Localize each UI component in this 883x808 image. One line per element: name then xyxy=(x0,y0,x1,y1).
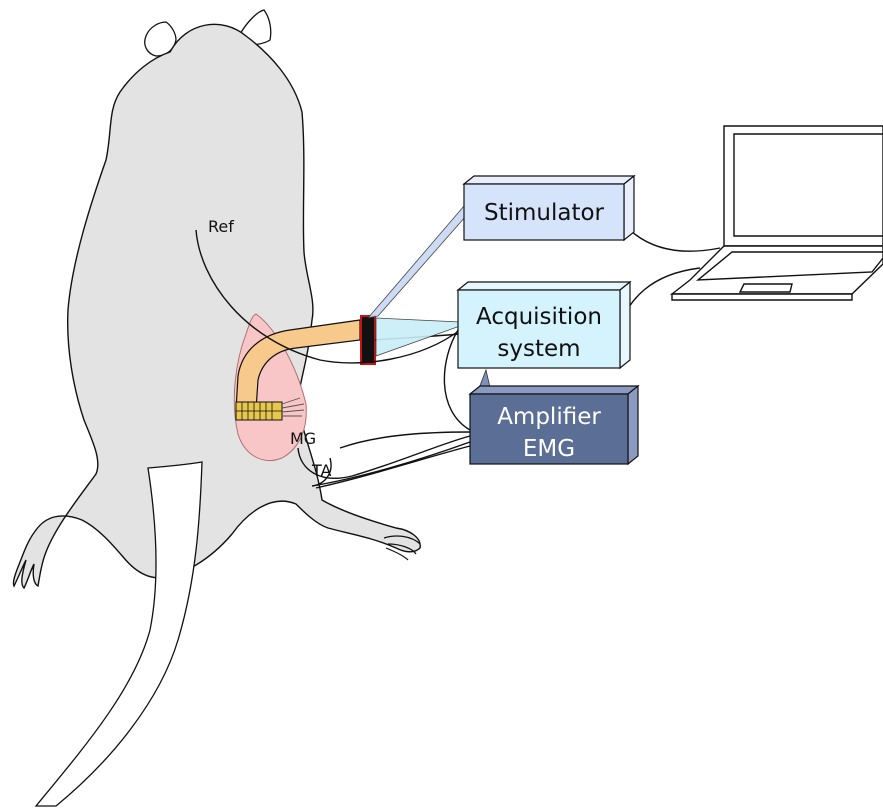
laptop-screen xyxy=(733,133,883,237)
ref-label: Ref xyxy=(208,217,234,236)
electrode-contacts xyxy=(236,402,282,420)
mg-label: MG xyxy=(290,429,316,448)
implant-site xyxy=(233,313,376,462)
mg-lead-2 xyxy=(339,431,471,449)
laptop-touchpad xyxy=(738,283,793,293)
rat-tail xyxy=(34,461,203,807)
implant-connector xyxy=(360,315,376,365)
amplifier-label-line1: Amplifier xyxy=(497,404,601,430)
nerve-fibers xyxy=(281,397,305,417)
hind-foot-toes xyxy=(383,535,421,561)
left-ear xyxy=(144,21,177,57)
stimulator-box: Stimulator xyxy=(462,174,636,242)
acq-amp-wire xyxy=(443,329,471,431)
projection-beams xyxy=(366,205,493,397)
ref-wire xyxy=(195,229,461,364)
beam-to-acquisition xyxy=(375,317,461,357)
beam-to-stimulator xyxy=(366,205,467,319)
rat-body xyxy=(12,23,421,590)
laptop-front-edge xyxy=(671,293,853,301)
acquisition-label-line2: system xyxy=(497,336,580,362)
ta-lead-2 xyxy=(315,445,471,489)
laptop-icon xyxy=(669,125,883,301)
laptop-keyboard xyxy=(695,251,883,281)
acquisition-label-line1: Acquisition xyxy=(476,304,602,330)
mg-lead xyxy=(297,435,471,479)
ta-label: TA xyxy=(311,461,332,480)
amplifier-box: Amplifier EMG xyxy=(468,384,640,466)
amplifier-label-line2: EMG xyxy=(523,436,575,462)
ta-lead xyxy=(311,441,471,487)
stimulator-label: Stimulator xyxy=(484,200,605,226)
stim-laptop-wire xyxy=(621,221,721,252)
acquisition-box: Acquisition system xyxy=(456,280,632,370)
rat-illustration xyxy=(12,9,421,807)
